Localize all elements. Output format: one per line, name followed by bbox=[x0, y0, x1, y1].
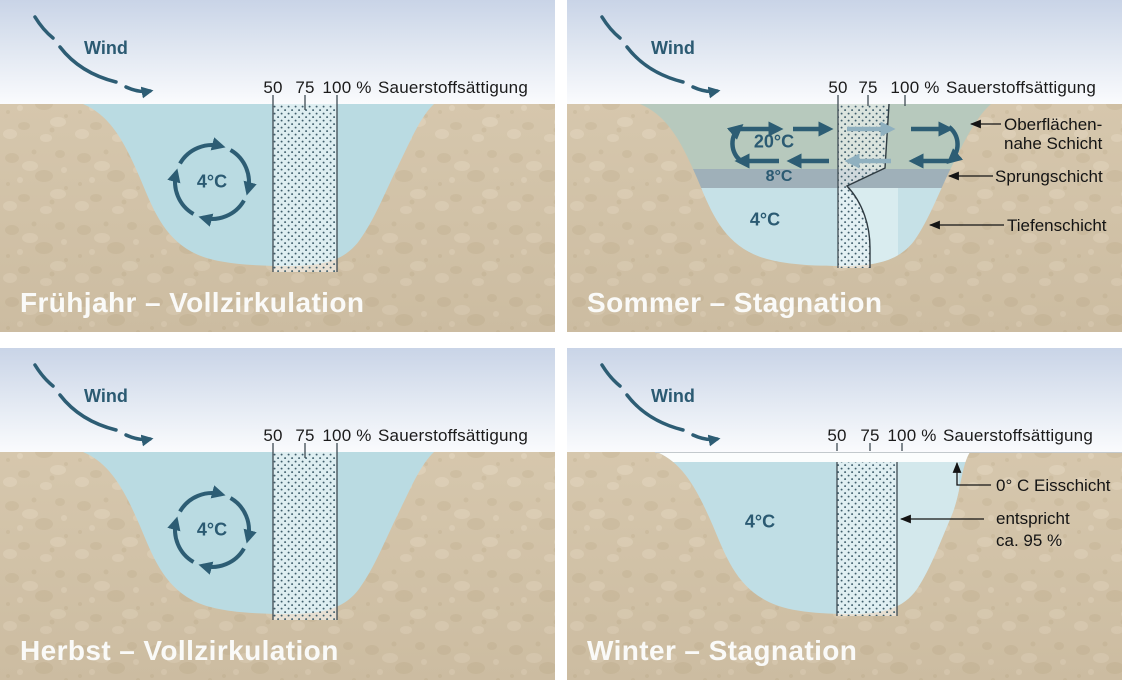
lake-basin bbox=[83, 104, 434, 266]
panel-sommer-graphic bbox=[567, 0, 1122, 332]
faded-circulation-arrows bbox=[844, 121, 896, 169]
oxygen-dotted-band bbox=[273, 104, 337, 272]
sky bbox=[0, 0, 555, 104]
oxygen-dotted-band bbox=[838, 104, 889, 268]
oxygen-dotted-band bbox=[837, 462, 897, 616]
layer-annotation-arrows bbox=[928, 119, 1004, 230]
oxygen-scale-lines bbox=[836, 443, 903, 616]
lake-basin bbox=[83, 452, 434, 614]
oxygen-dotted-band bbox=[273, 452, 337, 620]
sky bbox=[567, 0, 1122, 104]
oxygen-profile-curve bbox=[845, 103, 890, 268]
sky bbox=[0, 348, 555, 452]
ice-annotation-arrows bbox=[899, 461, 991, 524]
panel-winter-graphic bbox=[567, 348, 1122, 680]
panel-herbst-graphic bbox=[0, 348, 555, 680]
oxygen-scale-lines bbox=[272, 443, 338, 620]
oxygen-scale-lines bbox=[837, 95, 906, 268]
oxygen-light-region bbox=[848, 188, 898, 266]
oxygen-scale-lines bbox=[272, 95, 338, 272]
panel-fruehjahr-graphic bbox=[0, 0, 555, 332]
ice-layer bbox=[657, 452, 970, 462]
thermocline-layer bbox=[640, 169, 991, 188]
sky bbox=[567, 348, 1122, 452]
horizontal-circulation-arrows bbox=[726, 121, 964, 169]
surface-layer bbox=[640, 104, 991, 169]
